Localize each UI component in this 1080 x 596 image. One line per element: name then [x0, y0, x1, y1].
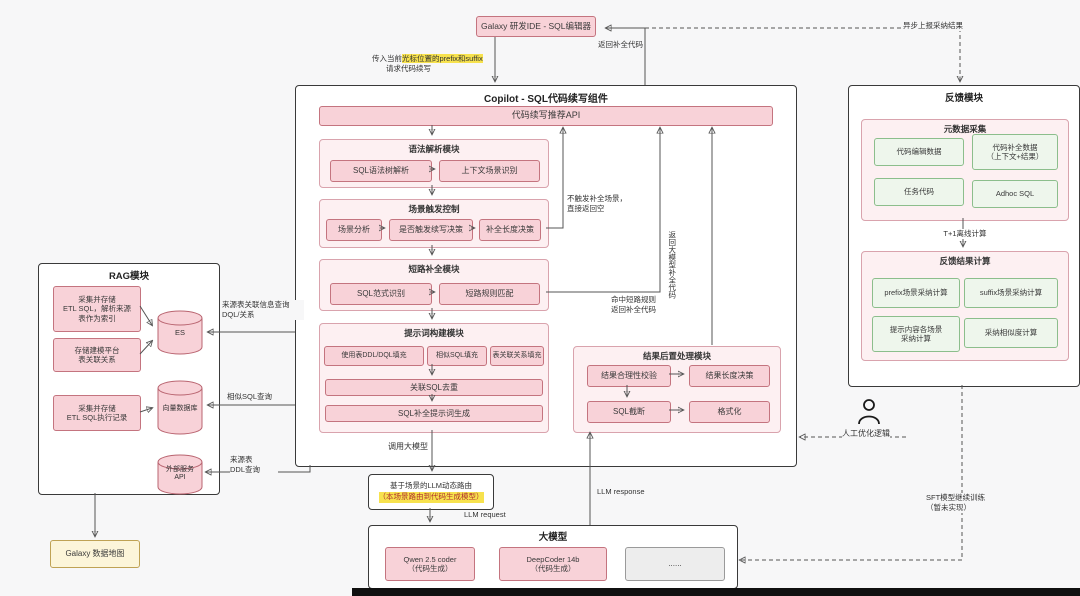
- offline-compute-label: T+1离线计算: [934, 229, 996, 239]
- sql-dedupe-node: 关联SQL去重: [325, 379, 543, 396]
- llm-response-label: LLM response: [597, 487, 645, 497]
- other-model-node: ......: [625, 547, 725, 581]
- llm-router-line1: 基于场景的LLM动态路由: [389, 481, 473, 491]
- request-label-line2: 请求代码续写: [386, 63, 431, 73]
- scene-analysis-node: 场景分析: [326, 219, 382, 241]
- request-label-line1: 传入当前光标位置的prefix和suffix: [372, 54, 483, 63]
- trigger-decision-node: 是否触发续写决策: [389, 219, 473, 241]
- feedback-container: 反馈模块 元数据采集 代码编辑数据 代码补全数据 （上下文+结果） 任务代码 A…: [848, 85, 1080, 387]
- query-relation-label: 来源表关联信息查询 DQL/关系: [222, 300, 304, 320]
- syntax-module: 语法解析模块 SQL语法树解析 上下文场景识别: [319, 139, 549, 188]
- feedback-result-module: 反馈结果计算 prefix场景采纳计算 suffix场景采纳计算 提示内容各场景…: [861, 251, 1069, 361]
- rag-model-relation-node: 存储建模平台 表关联关系: [53, 338, 141, 372]
- query-ddl-label: 来源表 DDL查询: [230, 455, 278, 475]
- highlighted-text: 光标位置的prefix和suffix: [402, 54, 483, 63]
- sql-pattern-node: SQL范式识别: [330, 283, 432, 305]
- sql-ast-parse-node: SQL语法树解析: [330, 160, 432, 182]
- relation-fill-node: 表关联关系填充: [490, 346, 544, 366]
- metadata-collect-module: 元数据采集 代码编辑数据 代码补全数据 （上下文+结果） 任务代码 Adhoc …: [861, 119, 1069, 221]
- prompt-generate-node: SQL补全提示词生成: [325, 405, 543, 422]
- request-label: 传入当前光标位置的prefix和suffix 请求代码续写: [372, 54, 496, 74]
- prompt-module: 提示词构建模块 使用表DDL/DQL填充 相似SQL填充 表关联关系填充 关联S…: [319, 323, 549, 433]
- prompt-scene-adopt-node: 提示内容各场景 采纳计算: [872, 316, 960, 352]
- cylinder-icon: [157, 380, 203, 435]
- shortcircuit-hit-label: 命中短路规则 返回补全代码: [611, 295, 659, 315]
- api-bar: 代码续写推荐API: [319, 106, 773, 126]
- deepcoder-model-node: DeepCoder 14b （代码生成）: [499, 547, 607, 581]
- postprocess-module: 结果后置处理模块 结果合理性校验 结果长度决策 SQL截断 格式化: [573, 346, 781, 433]
- vector-database: 向量数据库: [156, 379, 204, 437]
- llm-return-label: 返回大模型补全代码: [667, 231, 677, 299]
- length-decision-node: 补全长度决策: [479, 219, 541, 241]
- result-check-node: 结果合理性校验: [587, 365, 671, 387]
- es-database: ES: [156, 309, 204, 357]
- shortcircuit-module: 短路补全模块 SQL范式识别 短路规则匹配: [319, 259, 549, 311]
- result-length-node: 结果长度决策: [689, 365, 770, 387]
- code-complete-data-node: 代码补全数据 （上下文+结果）: [972, 134, 1058, 170]
- rag-container: RAG模块 采集并存储 ETL SQL，解析来源 表作为索引 存储建模平台 表关…: [38, 263, 220, 495]
- vector-db-label: 向量数据库: [162, 405, 198, 412]
- adhoc-sql-node: Adhoc SQL: [972, 180, 1058, 208]
- adopt-similarity-node: 采纳相似度计算: [964, 318, 1058, 348]
- galaxy-ide-label: Galaxy 研发IDE - SQL编辑器: [480, 21, 592, 32]
- feedback-title: 反馈模块: [944, 93, 983, 104]
- metadata-collect-title: 元数据采集: [943, 124, 987, 134]
- code-edit-data-node: 代码编辑数据: [874, 138, 964, 166]
- rag-title: RAG模块: [108, 271, 150, 282]
- call-llm-label: 调用大模型: [385, 442, 431, 453]
- trigger-module-title: 场景触发控制: [408, 204, 460, 214]
- ddl-fill-node: 使用表DDL/DQL填充: [324, 346, 424, 366]
- task-code-node: 任务代码: [874, 178, 964, 206]
- llm-request-label: LLM request: [464, 510, 506, 520]
- async-report-label: 异步上报采纳结果: [903, 21, 963, 31]
- shortcircuit-rule-node: 短路规则匹配: [439, 283, 540, 305]
- feedback-result-title: 反馈结果计算: [939, 256, 991, 266]
- rag-exec-record-node: 采集并存储 ETL SQL执行记录: [53, 395, 141, 431]
- qwen-model-node: Qwen 2.5 coder （代码生成）: [385, 547, 475, 581]
- bottom-window-bar: [352, 588, 1080, 596]
- context-scene-node: 上下文场景识别: [439, 160, 540, 182]
- query-similar-sql-label: 相似SQL查询: [227, 392, 273, 402]
- llm-container: 大模型 Qwen 2.5 coder （代码生成） DeepCoder 14b …: [368, 525, 738, 589]
- llm-title: 大模型: [538, 532, 568, 543]
- external-service-api: 外部服务 API: [156, 453, 204, 497]
- suffix-adopt-node: suffix场景采纳计算: [964, 278, 1058, 308]
- external-api-label: 外部服务 API: [166, 466, 194, 482]
- manual-optimize-label: 人工优化逻辑: [842, 429, 890, 440]
- galaxy-ide-node: Galaxy 研发IDE - SQL编辑器: [476, 16, 596, 37]
- cylinder-icon: [157, 454, 203, 495]
- return-code-label: 返回补全代码: [598, 40, 643, 50]
- postprocess-module-title: 结果后置处理模块: [642, 351, 711, 361]
- sft-train-label: SFT模型继续训练 （暂未实现）: [926, 493, 996, 513]
- sql-truncate-node: SQL截断: [587, 401, 671, 423]
- trigger-module: 场景触发控制 场景分析 是否触发续写决策 补全长度决策: [319, 199, 549, 248]
- es-label: ES: [174, 328, 185, 337]
- copilot-title: Copilot - SQL代码续写组件: [484, 94, 608, 105]
- llm-router-line2: （本场景路由到代码生成模型）: [378, 492, 484, 503]
- shortcircuit-module-title: 短路补全模块: [408, 264, 460, 274]
- syntax-module-title: 语法解析模块: [408, 144, 460, 154]
- arrow-ide-to-feedback: [645, 27, 960, 81]
- copilot-container: Copilot - SQL代码续写组件 代码续写推荐API 语法解析模块 SQL…: [295, 85, 797, 467]
- cylinder-icon: [157, 310, 203, 355]
- llm-router-node: 基于场景的LLM动态路由 （本场景路由到代码生成模型）: [368, 474, 494, 510]
- prefix-adopt-node: prefix场景采纳计算: [872, 278, 960, 308]
- galaxy-data-map-node: Galaxy 数据地图: [50, 540, 140, 568]
- arrow-copilot-to-ide: [606, 28, 646, 85]
- rag-etl-index-node: 采集并存储 ETL SQL，解析来源 表作为索引: [53, 286, 141, 332]
- format-node: 格式化: [689, 401, 770, 423]
- prompt-module-title: 提示词构建模块: [404, 328, 464, 338]
- person-icon: [856, 398, 882, 426]
- no-trigger-label: 不触发补全场景， 直接返回空: [567, 194, 637, 214]
- similar-sql-fill-node: 相似SQL填充: [427, 346, 487, 366]
